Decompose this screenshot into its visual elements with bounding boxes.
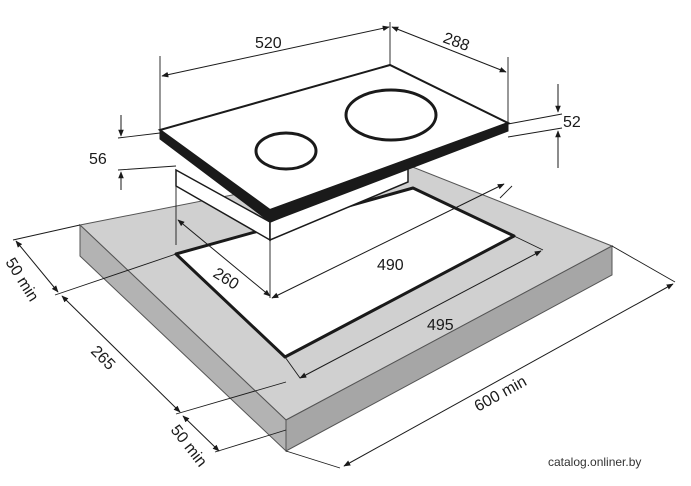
dim-line-288 bbox=[391, 26, 507, 73]
watermark: catalog.onliner.by bbox=[548, 455, 641, 469]
label-front-margin: 50 min bbox=[2, 255, 42, 305]
label-width: 520 bbox=[255, 35, 282, 52]
dim-line-50-front bbox=[15, 240, 59, 293]
dimension-lines bbox=[15, 25, 674, 467]
dim-line-520 bbox=[161, 25, 390, 78]
dim-line-50-back bbox=[182, 415, 220, 452]
label-worktop-depth: 265 bbox=[87, 343, 118, 374]
label-cutout-width: 490 bbox=[377, 257, 404, 274]
label-thickness-total: 56 bbox=[89, 151, 107, 168]
dim-line-265 bbox=[61, 295, 181, 413]
label-thickness-glass: 52 bbox=[563, 114, 581, 131]
label-depth: 288 bbox=[441, 30, 472, 55]
dim-line-260 bbox=[177, 219, 271, 297]
cooking-zone-large bbox=[344, 88, 438, 142]
label-inner-width: 495 bbox=[427, 317, 454, 334]
cooking-zone-small bbox=[254, 131, 318, 171]
label-back-margin: 50 min bbox=[167, 422, 210, 470]
dim-line-600 bbox=[343, 283, 674, 467]
